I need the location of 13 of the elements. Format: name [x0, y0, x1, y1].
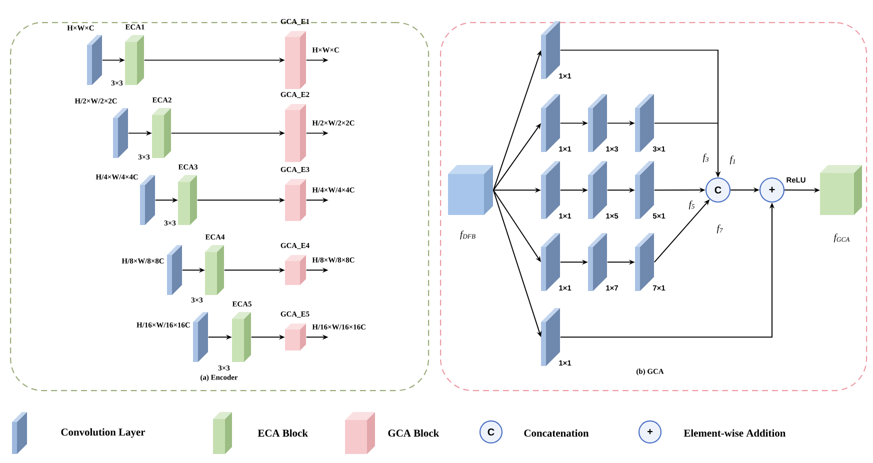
legend-text: ECA Block	[258, 429, 308, 437]
legend-text: Element-wise Addition	[684, 429, 786, 437]
feature-cube: f$_{DFB}$	[448, 164, 493, 240]
feature-cube: f$_{GCA}$	[820, 164, 862, 242]
edge-label: f$_{1}$	[728, 154, 738, 166]
edge-label: f$_{5}$	[688, 200, 696, 210]
node-label: f$_{GCA}$	[834, 234, 850, 242]
legend-text: GCA Block	[388, 429, 440, 437]
legend-text: Concatenation	[524, 429, 589, 437]
legend-text: Convolution Layer	[61, 428, 146, 438]
edge-label: f$_{7}$	[716, 224, 724, 234]
node-label: f$_{DFB}$	[460, 230, 476, 240]
edge-label: f$_{3}$	[702, 152, 710, 164]
